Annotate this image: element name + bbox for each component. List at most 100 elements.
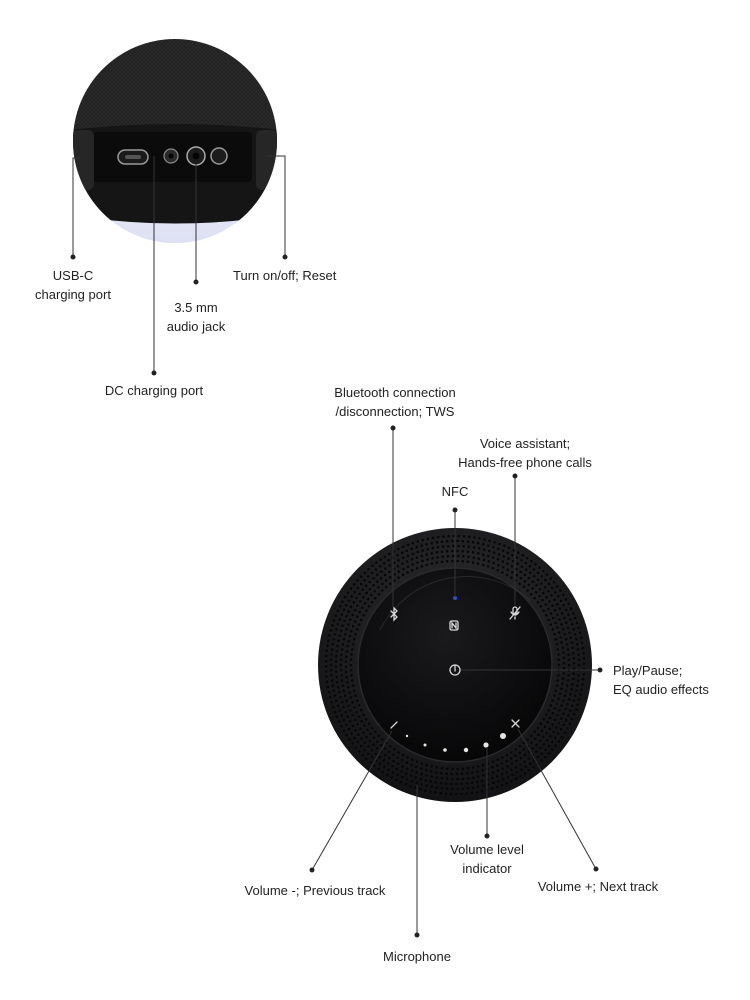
grille-hole — [421, 549, 424, 552]
grille-hole — [401, 753, 405, 757]
grille-hole — [475, 790, 479, 794]
grille-hole — [515, 573, 518, 577]
grille-hole — [507, 557, 510, 560]
grille-hole — [351, 684, 355, 687]
grille-hole — [478, 537, 481, 540]
grille-hole — [560, 623, 563, 626]
grille-hole — [456, 787, 459, 791]
grille-hole — [576, 703, 580, 706]
grille-hole — [542, 591, 545, 595]
grille-hole — [552, 616, 555, 620]
grille-hole — [476, 765, 480, 768]
grille-hole — [345, 604, 348, 607]
power-leader — [265, 155, 286, 257]
grille-hole — [396, 553, 399, 557]
grille-hole — [556, 713, 559, 717]
grille-hole — [330, 624, 334, 627]
grille-hole — [528, 769, 531, 772]
grille-hole — [549, 612, 553, 615]
bluetooth-icon[interactable] — [390, 606, 398, 622]
grille-hole — [554, 726, 558, 729]
grille-hole — [540, 759, 543, 762]
grille-hole — [342, 705, 345, 709]
power-icon[interactable] — [449, 664, 461, 676]
grille-hole — [576, 679, 580, 682]
grille-hole — [572, 713, 576, 716]
grille-hole — [545, 731, 548, 735]
grille-hole — [430, 552, 434, 555]
grille-hole — [324, 670, 328, 673]
grille-hole — [519, 576, 523, 580]
grille-hole — [354, 729, 357, 732]
grille-hole — [534, 562, 537, 566]
grille-hole — [347, 639, 350, 643]
grille-hole — [397, 547, 400, 551]
grille-hole — [363, 724, 366, 727]
grille-hole — [349, 587, 353, 590]
nfc-indicator-dot — [453, 596, 457, 600]
grille-hole — [496, 568, 500, 572]
nfc-icon[interactable] — [449, 620, 459, 631]
grille-hole — [456, 767, 459, 771]
grille-hole — [575, 689, 578, 693]
grille-hole — [529, 734, 533, 737]
grille-hole — [461, 560, 465, 563]
grille-hole — [363, 571, 366, 575]
grille-hole — [430, 775, 434, 778]
grille-hole — [340, 714, 343, 717]
grille-hole — [400, 759, 404, 762]
grille-hole — [362, 731, 365, 735]
microphone-icon[interactable] — [509, 606, 521, 620]
grille-hole — [360, 708, 363, 712]
grille-hole — [397, 751, 400, 754]
grille-hole — [347, 686, 350, 689]
minus-icon[interactable] — [390, 721, 398, 729]
grille-hole — [405, 549, 409, 552]
grille-hole — [415, 566, 419, 570]
grille-hole — [351, 742, 354, 745]
grille-hole — [352, 638, 356, 641]
grille-hole — [369, 761, 372, 764]
grille-hole — [445, 777, 449, 780]
grille-hole — [377, 593, 381, 596]
grille-hole — [559, 727, 563, 731]
grille-hole — [537, 733, 540, 737]
plus-icon[interactable] — [511, 719, 520, 728]
volume-level-label-line1: Volume level — [450, 842, 524, 857]
grille-hole — [341, 684, 345, 687]
grille-hole — [563, 694, 567, 698]
grille-hole — [455, 782, 458, 786]
grille-hole — [582, 657, 586, 660]
grille-hole — [562, 656, 566, 660]
grille-hole — [354, 633, 357, 636]
grille-hole — [377, 734, 381, 737]
grille-hole — [556, 626, 559, 629]
volume-level-label-line2: indicator — [462, 861, 512, 876]
grille-hole — [533, 737, 537, 741]
grille-hole — [506, 562, 509, 566]
grille-hole — [511, 553, 514, 557]
grille-hole — [562, 661, 566, 665]
nfc-label-line1: NFC — [441, 484, 469, 499]
grille-hole — [539, 746, 542, 750]
grille-hole — [383, 573, 387, 577]
speaker-callout-dots — [309, 425, 603, 938]
ports-callout-dots — [70, 254, 288, 376]
grille-hole — [456, 549, 459, 553]
grille-hole — [492, 561, 495, 565]
grille-hole — [336, 704, 340, 708]
grille-hole — [365, 591, 368, 595]
grille-hole — [374, 730, 377, 734]
grille-hole — [567, 653, 570, 656]
grille-hole — [555, 684, 559, 687]
grille-hole — [444, 792, 448, 795]
grille-hole — [352, 689, 356, 692]
grille-hole — [576, 643, 579, 646]
grille-hole — [359, 727, 362, 730]
grille-hole — [491, 760, 495, 764]
grille-hole — [334, 665, 338, 668]
grille-hole — [553, 598, 556, 601]
grille-hole — [546, 721, 549, 724]
volume-plus-leader — [517, 728, 597, 870]
grille-hole — [354, 746, 358, 749]
